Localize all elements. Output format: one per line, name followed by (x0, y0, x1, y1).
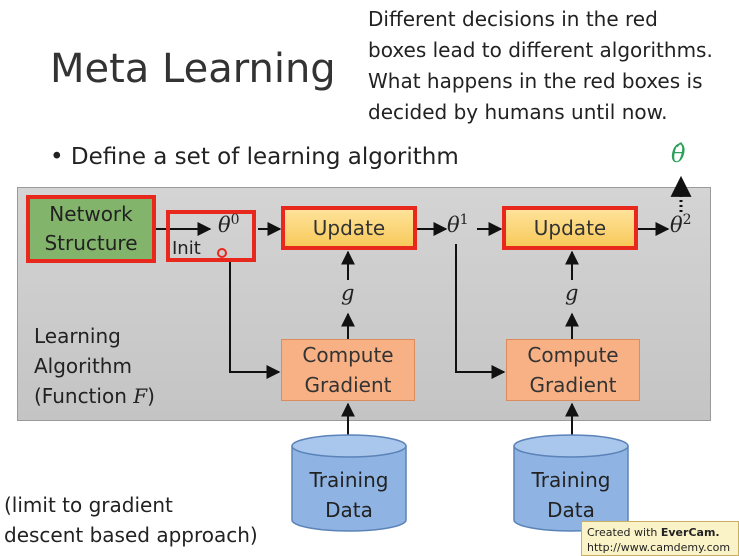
function-variable: F (133, 384, 148, 408)
arrow-theta1-to-compute2 (455, 244, 506, 379)
compute-gradient-2-line2: Gradient (529, 373, 617, 397)
function-suffix: ) (147, 384, 155, 408)
cursor-marker-icon (217, 248, 227, 258)
theta1-superscript: 1 (459, 212, 469, 228)
annotation-note: Different decisions in the red boxes lea… (368, 4, 738, 128)
compute-gradient-box-2: Compute Gradient (506, 339, 640, 401)
training-data-cylinder-1 (291, 434, 407, 532)
learning-algorithm-line1: Learning (34, 324, 121, 348)
theta2-superscript: 2 (682, 212, 692, 228)
compute-gradient-box-1: Compute Gradient (281, 339, 415, 401)
note-line-4: decided by humans until now. (368, 100, 668, 124)
training-data-1-line2: Data (325, 498, 373, 522)
theta1-symbol: θ (447, 213, 460, 237)
network-structure-line1: Network (49, 202, 133, 226)
init-label: Init (172, 238, 201, 259)
gradient-g-label-1: g (341, 281, 355, 305)
training-data-cylinder-2 (513, 434, 629, 532)
training-data-2-line2: Data (547, 498, 595, 522)
note-line-3: What happens in the red boxes is (368, 69, 703, 93)
bullet-text: Define a set of learning algorithm (70, 144, 459, 170)
theta1-label: θ1 (447, 212, 469, 237)
network-structure-line2: Structure (44, 231, 138, 255)
network-structure-box: Network Structure (26, 195, 156, 263)
watermark-line1: Created with EverCam. (587, 525, 733, 540)
learning-algorithm-line3: (Function F) (34, 381, 155, 411)
learning-algorithm-line2: Algorithm (34, 354, 132, 378)
compute-gradient-1-line1: Compute (302, 343, 394, 367)
arrow-theta0-to-compute1 (229, 262, 281, 379)
training-data-label-2: Training Data (514, 465, 628, 525)
update-box-1: Update (281, 206, 417, 250)
theta0-symbol: θ (218, 213, 231, 237)
training-data-1-line1: Training (309, 468, 389, 492)
note-line-2: boxes lead to different algorithms. (368, 38, 713, 62)
theta2-symbol: θ (670, 213, 683, 237)
theta-hat-label: θ̂ (671, 140, 686, 168)
limit-note: (limit to gradient descent based approac… (4, 490, 258, 550)
limit-note-line2: descent based approach) (4, 523, 258, 547)
watermark-url: http://www.camdemy.com (587, 541, 731, 554)
watermark-brand: EverCam. (660, 526, 720, 539)
learning-algorithm-label: Learning Algorithm (Function F) (34, 321, 155, 411)
bullet-point: • Define a set of learning algorithm (50, 144, 459, 170)
function-prefix: (Function (34, 384, 134, 408)
update-box-2: Update (502, 206, 638, 250)
limit-note-line1: (limit to gradient (4, 493, 173, 517)
init-box (166, 210, 256, 262)
theta0-superscript: 0 (230, 212, 240, 228)
evercam-watermark: Created with EverCam. http://www.camdemy… (581, 521, 739, 556)
gradient-g-label-2: g (565, 281, 579, 305)
theta2-label: θ2 (670, 212, 692, 237)
watermark-prefix: Created with (587, 526, 661, 539)
page-title: Meta Learning (50, 46, 336, 92)
compute-gradient-1-line2: Gradient (304, 373, 392, 397)
compute-gradient-2-line1: Compute (527, 343, 619, 367)
training-data-label-1: Training Data (292, 465, 406, 525)
training-data-2-line1: Training (531, 468, 611, 492)
note-line-1: Different decisions in the red (368, 7, 658, 31)
theta0-label: θ0 (218, 212, 240, 237)
